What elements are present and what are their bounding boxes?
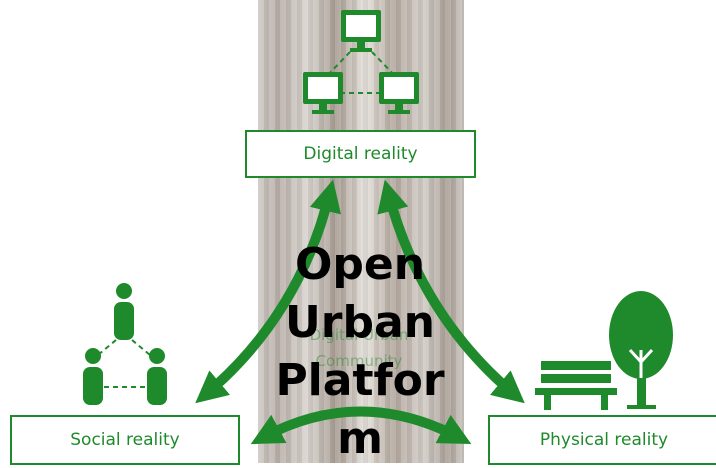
arrow-digital-to-physical <box>377 179 525 404</box>
arrow-social-to-physical <box>250 406 472 445</box>
social-reality-box: Social reality <box>10 415 240 465</box>
open-urban-platform-title: Open Urban Platfor m <box>262 236 458 468</box>
faint-caption-line-2: Community <box>315 352 403 370</box>
title-line-3: Platfor <box>275 355 445 406</box>
title-line-4: m <box>337 413 383 464</box>
title-line-1: Open <box>294 239 426 290</box>
digital-reality-box: Digital reality <box>245 130 476 178</box>
faint-caption-line-1: Digital Urban <box>309 326 409 344</box>
arrow-digital-to-social <box>195 179 341 404</box>
physical-reality-box: Physical reality <box>488 415 716 465</box>
social-reality-label: Social reality <box>70 430 180 450</box>
physical-reality-label: Physical reality <box>539 430 669 450</box>
title-line-2: Urban <box>285 297 435 348</box>
faint-caption: Digital Urban Community <box>284 322 434 374</box>
digital-reality-label: Digital reality <box>303 144 418 164</box>
